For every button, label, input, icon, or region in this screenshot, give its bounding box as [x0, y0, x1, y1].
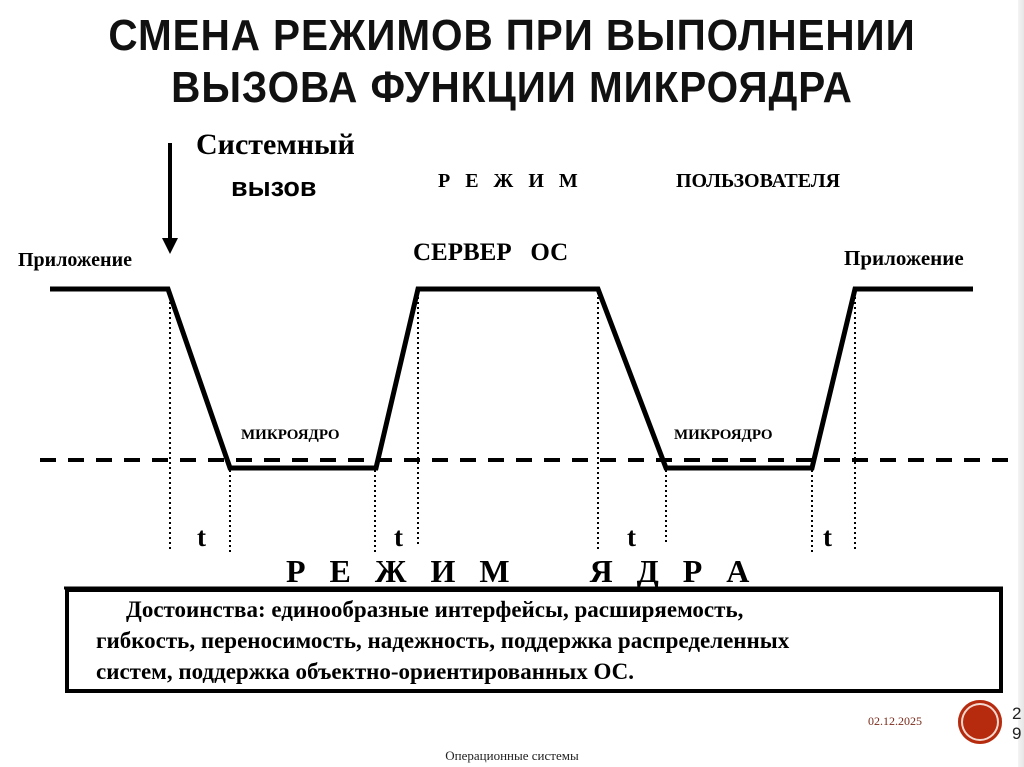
execution-path-line	[50, 286, 973, 471]
app-label-right: Приложение	[844, 246, 964, 270]
page-number-digit-1: 2	[1012, 704, 1022, 723]
user-mode-label-word: ПОЛЬЗОВАТЕЛЯ	[676, 170, 841, 192]
slide-title-line1: СМЕНА РЕЖИМОВ ПРИ ВЫПОЛНЕНИИ	[108, 11, 916, 60]
slide-number-badge-icon	[958, 700, 1002, 744]
slide-date: 02.12.2025	[868, 714, 922, 728]
system-call-label-line1: Системный	[196, 128, 355, 161]
user-mode-label-spaced: Р Е Ж И М	[438, 170, 578, 192]
advantages-line2: гибкость, переносимость, надежность, под…	[96, 628, 790, 653]
transition-time-label-1: t	[197, 522, 206, 552]
course-footer: Операционные системы	[445, 748, 579, 763]
transition-time-label-4: t	[823, 522, 832, 552]
microkernel-label-1: МИКРОЯДРО	[241, 427, 340, 443]
server-os-label: СЕРВЕР ОС	[413, 239, 569, 266]
system-call-label-line2: вызов	[231, 172, 317, 202]
advantages-text: Достоинства: единообразные интерфейсы, р…	[96, 594, 996, 687]
page-number-digit-2: 9	[1012, 724, 1022, 743]
microkernel-label-2: МИКРОЯДРО	[674, 427, 773, 443]
advantages-line3: систем, поддержка объектно-ориентированн…	[96, 659, 634, 684]
transition-time-label-2: t	[394, 522, 403, 552]
system-call-arrow-icon	[162, 143, 178, 254]
slide-title-line2: ВЫЗОВА ФУНКЦИИ МИКРОЯДРА	[171, 63, 853, 112]
advantages-box	[65, 588, 1003, 693]
slide-page-number: 2 9	[1012, 704, 1021, 744]
slide-edge	[1018, 0, 1024, 767]
advantages-line1: Достоинства: единообразные интерфейсы, р…	[126, 597, 744, 622]
transition-time-label-3: t	[627, 522, 636, 552]
transition-dotted-markers	[169, 292, 856, 555]
app-label-left: Приложение	[18, 249, 132, 271]
kernel-mode-label: Р Е Ж И М Я Д Р А	[286, 553, 750, 589]
